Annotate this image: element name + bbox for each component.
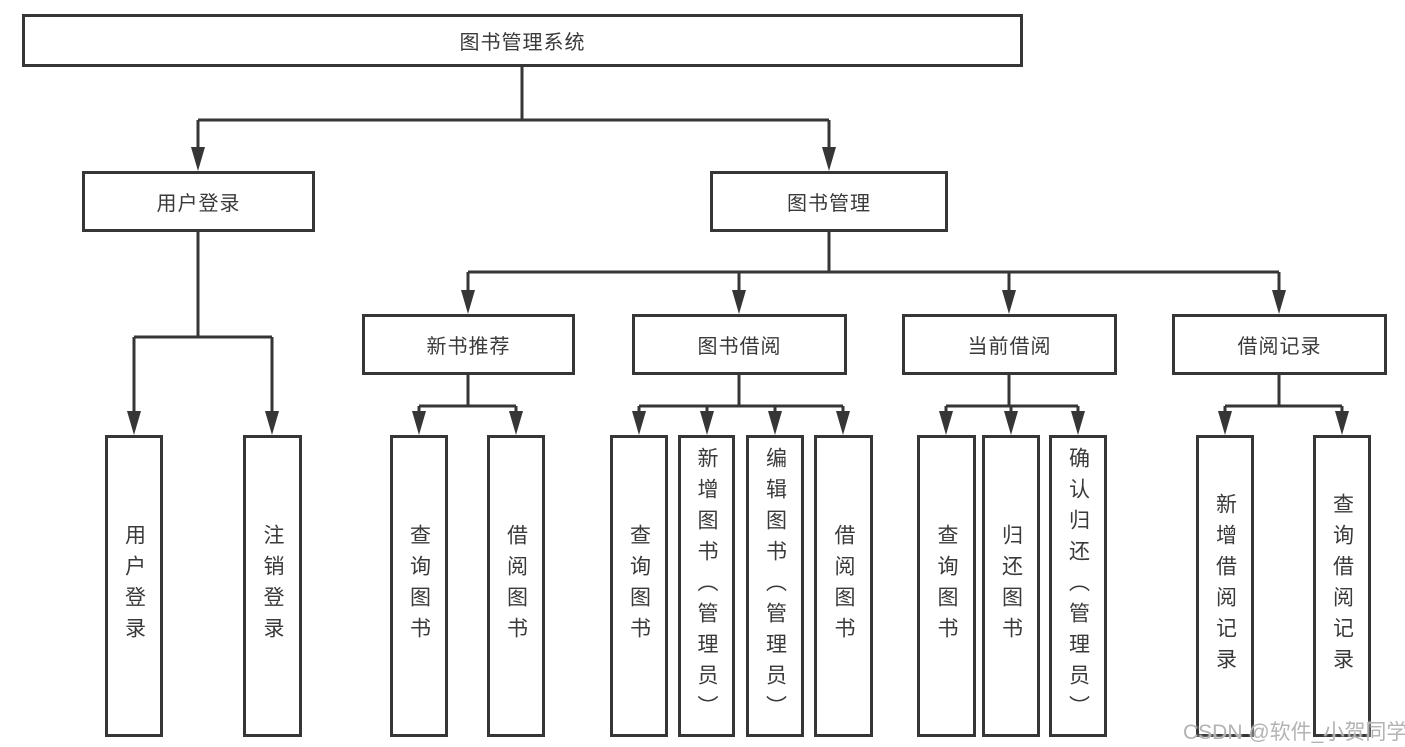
leaf-add-borrow-record: 新增借阅记录	[1196, 435, 1254, 737]
leaf-user-login: 用户登录	[105, 435, 163, 737]
connector-borrow-records-to-leaves	[1218, 375, 1349, 435]
leaf-confirm-return-admin-label: 确认归还（管理员）	[1066, 446, 1090, 726]
node-new-book-recommend: 新书推荐	[362, 314, 575, 375]
node-borrowing-records: 借阅记录	[1172, 314, 1387, 375]
leaf-query-borrow-record: 查询借阅记录	[1313, 435, 1371, 737]
node-user-login-group-label: 用户登录	[156, 193, 241, 215]
leaf-borrow-book-borrowing-label: 借阅图书	[832, 524, 855, 648]
connector-new-book-rec-to-leaves	[412, 375, 523, 435]
node-book-mgmt-group-label: 图书管理	[787, 193, 871, 215]
leaf-query-borrow-record-label: 查询借阅记录	[1330, 493, 1354, 679]
leaf-query-book-borrowing-label: 查询图书	[627, 524, 651, 648]
leaf-edit-book-admin-label: 编辑图书（管理员）	[763, 446, 787, 726]
node-book-borrowing: 图书借阅	[632, 314, 847, 375]
connector-book-borrow-to-leaves	[632, 375, 850, 435]
leaf-confirm-return-admin: 确认归还（管理员）	[1049, 435, 1107, 737]
node-current-borrowing-label: 当前借阅	[967, 336, 1052, 358]
leaf-query-book-borrowing: 查询图书	[610, 435, 668, 737]
leaf-borrow-book-recommend-label: 借阅图书	[504, 524, 528, 648]
node-borrowing-records-label: 借阅记录	[1237, 336, 1322, 358]
connector-user-login-to-leaves	[127, 232, 279, 435]
leaf-add-borrow-record-label: 新增借阅记录	[1213, 493, 1237, 679]
leaf-return-book: 归还图书	[982, 435, 1040, 737]
leaf-borrow-book-recommend: 借阅图书	[487, 435, 545, 737]
connector-current-borrow-to-leaves	[939, 375, 1085, 435]
node-current-borrowing: 当前借阅	[902, 314, 1117, 375]
leaf-edit-book-admin: 编辑图书（管理员）	[746, 435, 804, 737]
leaf-query-book-current: 查询图书	[917, 435, 976, 737]
node-book-mgmt-group: 图书管理	[710, 171, 948, 232]
node-root-label: 图书管理系统	[459, 32, 586, 54]
leaf-query-book-recommend: 查询图书	[390, 435, 448, 737]
leaf-add-book-admin-label: 新增图书（管理员）	[695, 446, 718, 726]
node-new-book-recommend-label: 新书推荐	[426, 336, 511, 358]
connector-book-mgmt-to-level3	[461, 232, 1286, 314]
leaf-borrow-book-borrowing: 借阅图书	[814, 435, 873, 737]
leaf-logout: 注销登录	[243, 435, 302, 737]
leaf-add-book-admin: 新增图书（管理员）	[678, 435, 735, 737]
leaf-return-book-label: 归还图书	[999, 524, 1023, 648]
leaf-query-book-recommend-label: 查询图书	[407, 524, 431, 648]
leaf-logout-label: 注销登录	[261, 524, 284, 648]
leaf-query-book-current-label: 查询图书	[935, 524, 958, 648]
csdn-watermark: CSDN @软件_小贺同学	[1183, 721, 1405, 744]
connector-root-to-level2	[191, 67, 836, 171]
node-book-borrowing-label: 图书借阅	[697, 336, 782, 358]
node-root-system: 图书管理系统	[22, 14, 1023, 67]
node-user-login-group: 用户登录	[82, 171, 315, 232]
leaf-user-login-label: 用户登录	[122, 524, 146, 648]
